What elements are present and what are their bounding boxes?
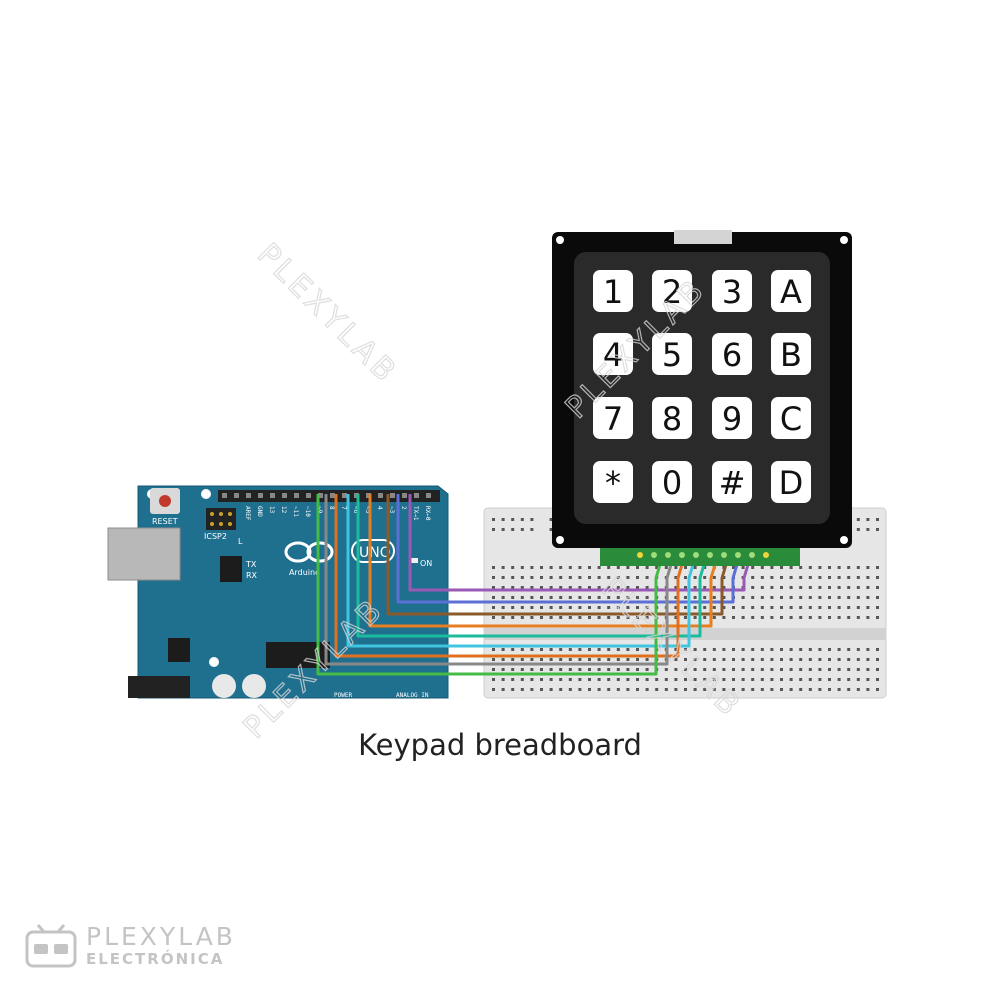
logo-text-sub: ELECTRÓNICA (86, 950, 225, 968)
header-pin-label: GND (256, 506, 263, 517)
header-pin-label: ~10 (304, 506, 311, 517)
keypad-tab (674, 230, 732, 244)
keypad-key-label: 5 (662, 336, 682, 374)
keypad-key[interactable]: 3 (712, 270, 752, 312)
jumper-wire (386, 494, 730, 616)
header-pin-label: ~6 (352, 506, 359, 514)
keypad-key[interactable]: 0 (652, 461, 692, 503)
keypad-connector (600, 546, 800, 566)
keypad-key[interactable]: 6 (712, 333, 752, 375)
keypad-key[interactable]: 4 (593, 333, 633, 375)
robot-logo-icon (25, 924, 77, 968)
jumper-wire (346, 494, 697, 648)
analog-label: ANALOG IN (396, 692, 429, 699)
keypad-key-label: * (605, 464, 621, 502)
keypad-face (574, 252, 830, 524)
jumper-wires (316, 494, 752, 676)
led-rx-label: RX (246, 571, 258, 580)
header-pin-label: AREF (244, 506, 251, 521)
keypad-key[interactable]: 9 (712, 397, 752, 439)
keypad-key-label: 4 (603, 336, 623, 374)
jumper-wire (408, 494, 752, 592)
keypad-key[interactable]: # (712, 461, 752, 503)
jumper-wire (356, 494, 708, 638)
uno-label: UNO (359, 545, 391, 561)
keypad-key-label: B (780, 336, 802, 374)
keypad-key[interactable]: 5 (652, 333, 692, 375)
diagram-caption: Keypad breadboard (358, 728, 642, 762)
header-pin-label: 13 (268, 506, 275, 514)
power-jack (128, 676, 190, 698)
header-pin-label: 2 (400, 506, 407, 510)
reset-button-cap (159, 495, 171, 507)
keypad-key-label: 7 (603, 400, 623, 438)
keypad-key[interactable]: 2 (652, 270, 692, 312)
led-l-label: L (238, 537, 243, 546)
keypad-key-label: 3 (722, 273, 742, 311)
header-pin-label: ~11 (292, 506, 299, 517)
on-label: ON (420, 559, 432, 568)
keypad-key-label: 8 (662, 400, 682, 438)
header-pin-label: RX←0 (424, 506, 431, 521)
reset-label: RESET (152, 517, 178, 526)
usb-connector (107, 527, 181, 581)
keypad-key-label: # (719, 464, 746, 502)
header-pin-label: ~5 (364, 506, 371, 514)
jumper-wire (324, 494, 675, 666)
keypad-connector-pins (637, 552, 769, 558)
keypad-key[interactable]: D (771, 461, 811, 503)
header-pin-label: TX→1 (412, 506, 419, 521)
icsp-label: ICSP2 (204, 532, 227, 541)
keypad-key-label: 9 (722, 400, 742, 438)
logo-text-brand: PLEXYLAB (86, 922, 236, 951)
icsp-header (206, 508, 236, 530)
plexylab-logo: PLEXYLAB ELECTRÓNICA (24, 922, 264, 972)
keypad-key-label: 1 (603, 273, 623, 311)
led-tx-label: TX (245, 560, 257, 569)
keypad-key-label: 0 (662, 464, 682, 502)
jumper-wire (334, 494, 686, 658)
capacitor-1 (212, 674, 236, 698)
power-label: POWER (334, 692, 352, 699)
capacitor-2 (242, 674, 266, 698)
header-pin-label: 8 (328, 506, 335, 510)
header-pin-label: 12 (280, 506, 287, 514)
header-pin-label: 7 (340, 506, 347, 510)
jumper-wire (316, 494, 664, 676)
keypad-key[interactable]: * (593, 461, 633, 503)
arduino-logo: Arduino UNO (284, 539, 395, 577)
jumper-wire (368, 494, 719, 628)
keypad-key[interactable]: A (771, 270, 811, 312)
header-pin-label: 4 (376, 506, 383, 510)
header-pin-label: ~3 (388, 506, 395, 514)
keypad-key-label: D (779, 464, 804, 502)
keypad-key[interactable]: 7 (593, 397, 633, 439)
keypad-key-label: 6 (722, 336, 742, 374)
keypad-key[interactable]: 1 (593, 270, 633, 312)
keypad-key[interactable]: 8 (652, 397, 692, 439)
arduino-brand: Arduino (289, 568, 320, 577)
jumper-wire (396, 494, 741, 604)
keypad-key[interactable]: C (771, 397, 811, 439)
watermark-text: PLEXYLAB (250, 237, 404, 391)
keypad-key-label: 2 (662, 273, 682, 311)
keypad-key-label: A (780, 273, 802, 311)
keypad-key-label: C (780, 400, 802, 438)
keypad-key[interactable]: B (771, 333, 811, 375)
